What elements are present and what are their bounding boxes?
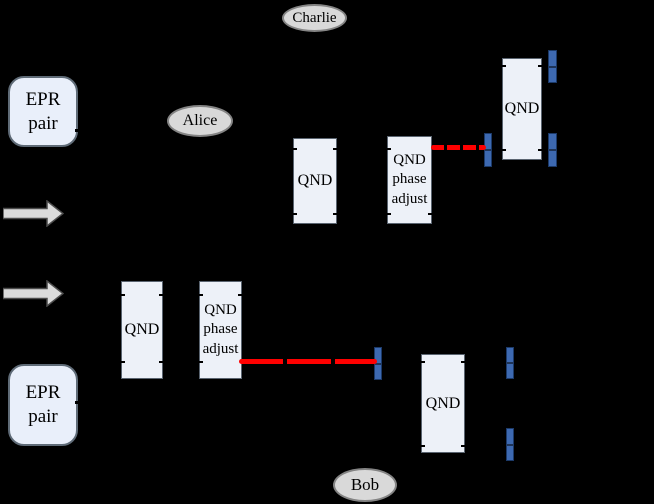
connector-tick — [418, 445, 425, 447]
connector-tick — [499, 65, 506, 67]
qnd-box-bob-right: QND — [421, 354, 465, 453]
epr-top-line1: EPR — [25, 88, 61, 110]
epr-top-line2: pair — [28, 112, 58, 134]
qnd-box-bob-left: QND — [121, 281, 163, 379]
connector-tick — [196, 294, 203, 296]
qnd-box-alice: QND — [293, 138, 337, 224]
connector-tick — [384, 213, 391, 215]
connector-tick — [428, 213, 435, 215]
blue-detector-bar — [506, 347, 514, 379]
red-dashed-connector-top — [431, 145, 486, 150]
node-alice: Alice — [167, 105, 233, 137]
epr-pair-source-bottom: EPR pair — [8, 364, 78, 446]
node-bob: Bob — [333, 468, 397, 502]
node-charlie: Charlie — [282, 4, 347, 32]
connector-tick — [333, 213, 340, 215]
connector-tick — [461, 361, 468, 363]
connector-tick — [538, 65, 545, 67]
red-dashed-connector-bottom — [239, 359, 377, 364]
epr-bottom-line1: EPR — [25, 382, 61, 404]
qnd-phase-adjust-box-bob: QND phase adjust — [199, 281, 242, 379]
connector-tick — [290, 148, 297, 150]
phase-bob-line1: QND — [204, 301, 237, 318]
blue-detector-bar — [506, 428, 514, 461]
connector-tick — [461, 445, 468, 447]
qnd-phase-adjust-box-alice: QND phase adjust — [387, 136, 432, 224]
phase-alice-line1: QND — [393, 151, 426, 168]
bob-label: Bob — [350, 475, 380, 494]
qnd-bob-right-label: QND — [425, 394, 461, 412]
blue-detector-bar — [548, 133, 557, 167]
qnd-bob-left-label: QND — [124, 321, 160, 338]
connector-tick — [290, 213, 297, 215]
connector-tick — [538, 149, 545, 151]
phase-alice-line2: phase — [392, 171, 427, 188]
qnd-alice-label: QND — [297, 172, 333, 189]
right-arrow-icon-top — [2, 199, 65, 232]
phase-bob-line2: phase — [203, 321, 238, 338]
epr-bottom-line2: pair — [28, 406, 58, 427]
connector-tick — [118, 361, 125, 363]
connector-tick — [159, 361, 166, 363]
connector-tick — [159, 294, 166, 296]
qnd-charlie-label: QND — [504, 100, 540, 117]
connector-tick — [196, 361, 203, 363]
connector-tick — [384, 148, 391, 150]
alice-label: Alice — [182, 112, 218, 129]
qnd-box-charlie: QND — [502, 58, 542, 160]
blue-detector-bar — [548, 50, 557, 83]
phase-alice-line3: adjust — [391, 190, 428, 207]
connector-tick — [333, 148, 340, 150]
phase-bob-line3: adjust — [202, 340, 239, 357]
connector-tick — [418, 361, 425, 363]
connector-tick — [75, 401, 80, 404]
epr-pair-source-top: EPR pair — [8, 76, 78, 147]
connector-tick — [118, 294, 125, 296]
connector-tick — [75, 129, 80, 132]
connector-tick — [499, 149, 506, 151]
right-arrow-icon-bottom — [2, 279, 65, 312]
connector-tick — [238, 294, 245, 296]
charlie-label: Charlie — [292, 9, 337, 26]
blue-detector-bar — [484, 133, 492, 167]
